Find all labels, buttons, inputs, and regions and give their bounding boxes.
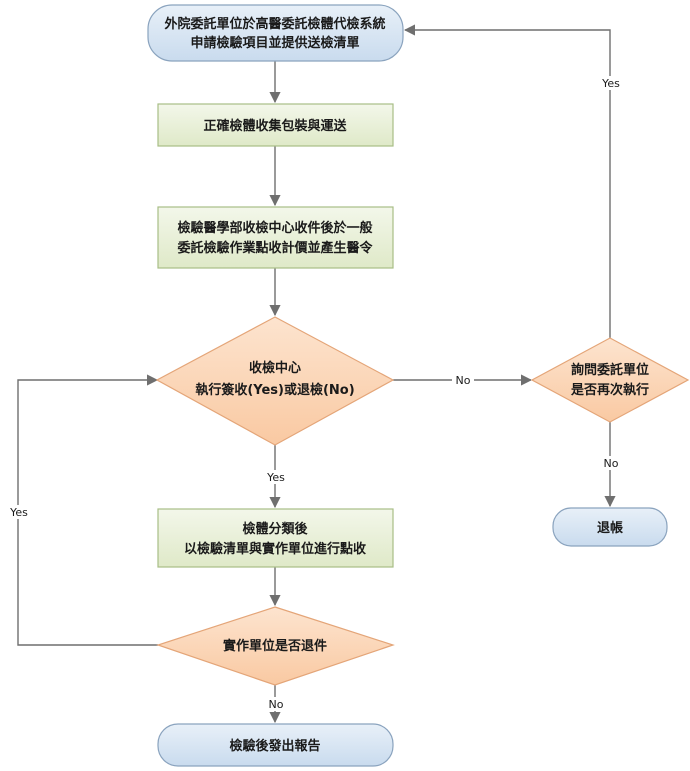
edge-label-return-yes: Yes [9, 506, 28, 519]
node-receive-line-2: 委託檢驗作業點收計價並產生醫令 [176, 240, 373, 256]
edge-label-return-no: No [269, 698, 284, 711]
node-collect: 正確檢體收集包裝與運送 [157, 103, 394, 147]
node-start: 外院委託單位於高醫委託檢體代檢系統 申請檢驗項目並提供送檢清單 [147, 4, 404, 62]
node-classify-line-1: 檢體分類後 [242, 521, 308, 537]
node-collect-line-1: 正確檢體收集包裝與運送 [203, 118, 347, 134]
node-start-line-2: 申請檢驗項目並提供送檢清單 [190, 35, 359, 51]
node-ask-unit-line-1: 詢問委託單位 [571, 362, 649, 378]
node-receive-line-1: 檢驗醫學部收檢中心收件後於一般 [177, 220, 372, 236]
node-ask-unit: 詢問委託單位 是否再次執行 [530, 337, 690, 423]
node-receive: 檢驗醫學部收檢中心收件後於一般 委託檢驗作業點收計價並產生醫令 [157, 206, 394, 269]
edge-label-ask-yes: Yes [601, 77, 620, 90]
edge-label-ask-no: No [604, 457, 619, 470]
node-decision-sign-line-1: 收檢中心 [249, 360, 301, 376]
node-ask-unit-line-2: 是否再次執行 [570, 382, 649, 398]
node-decision-return-line-1: 實作單位是否退件 [223, 638, 327, 654]
node-classify: 檢體分類後 以檢驗清單與實作單位進行點收 [157, 508, 394, 568]
node-refund-line-1: 退帳 [597, 520, 623, 536]
node-report-line-1: 檢驗後發出報告 [229, 738, 320, 754]
node-decision-sign: 收檢中心 執行簽收(Yes)或退檢(No) [155, 316, 395, 446]
node-decision-return: 實作單位是否退件 [156, 606, 395, 686]
node-report: 檢驗後發出報告 [157, 723, 394, 767]
node-classify-line-2: 以檢驗清單與實作單位進行點收 [184, 541, 367, 557]
node-start-line-1: 外院委託單位於高醫委託檢體代檢系統 [163, 16, 385, 32]
edge-labels: Yes No Yes No Yes No [6, 76, 624, 711]
node-decision-sign-line-2: 執行簽收(Yes)或退檢(No) [195, 382, 354, 398]
edge-label-sign-yes: Yes [266, 471, 285, 484]
edge-ask-yes [403, 24, 611, 338]
edge-return-yes [17, 374, 159, 646]
edge-label-sign-no: No [456, 374, 471, 387]
node-refund: 退帳 [552, 507, 668, 547]
